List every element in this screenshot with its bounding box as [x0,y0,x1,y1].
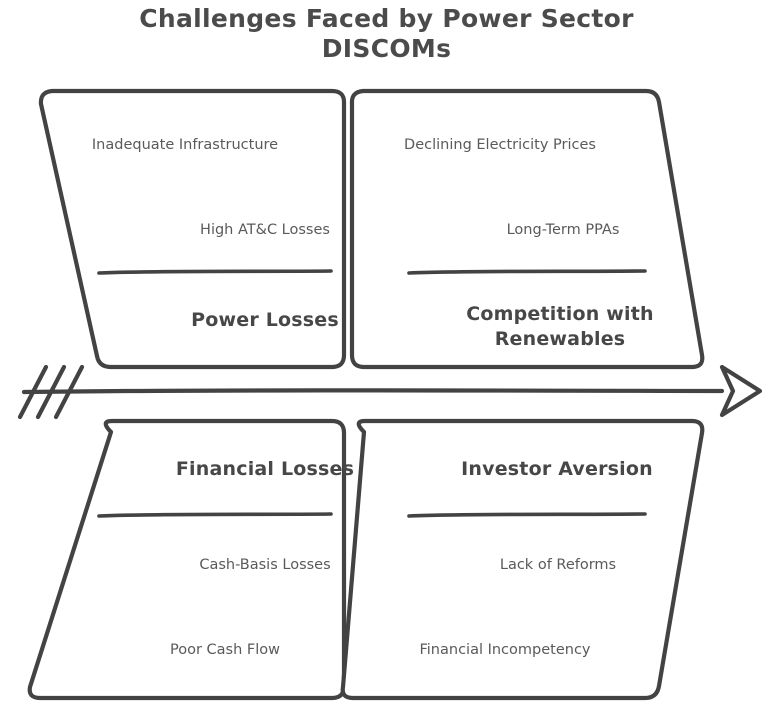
divider-power-losses [97,269,333,275]
branch-item-competition-with-renewables-1: Declining Electricity Prices [404,137,596,153]
main-timeline-arrow [17,364,763,420]
branch-heading-line-2: Renewables [494,328,626,350]
diagram-title-line-1: Challenges Faced by Power Sector [139,4,634,33]
divider-investor-aversion [407,512,647,518]
branch-heading-competition-with-renewables: Competition with Renewables [440,302,680,352]
branch-item-power-losses-2: High AT&C Losses [200,222,330,238]
arrow-feather-2 [35,364,67,420]
arrow-head-icon [719,364,763,418]
branch-item-investor-aversion-2: Financial Incompetency [419,642,591,658]
branch-item-power-losses-1: Inadequate Infrastructure [91,137,279,153]
branch-item-investor-aversion-1: Lack of Reforms [499,557,617,573]
branch-heading-investor-aversion: Investor Aversion [461,458,653,480]
arrow-shaft [21,388,725,395]
branch-item-financial-losses-2: Poor Cash Flow [169,642,280,658]
branch-heading-financial-losses: Financial Losses [175,458,355,480]
diagram-title: Challenges Faced by Power Sector DISCOMs [0,4,773,64]
branch-item-financial-losses-1: Cash-Basis Losses [199,557,331,573]
branch-heading-line-1: Competition with [466,303,654,325]
arrow-feather-3 [53,364,85,420]
diagram-title-line-2: DISCOMs [321,34,452,63]
divider-financial-losses [97,512,333,518]
divider-competition-with-renewables [407,269,647,275]
arrow-feather-1 [17,364,49,420]
branch-heading-power-losses: Power Losses [191,309,339,331]
branch-item-competition-with-renewables-2: Long-Term PPAs [506,222,620,238]
